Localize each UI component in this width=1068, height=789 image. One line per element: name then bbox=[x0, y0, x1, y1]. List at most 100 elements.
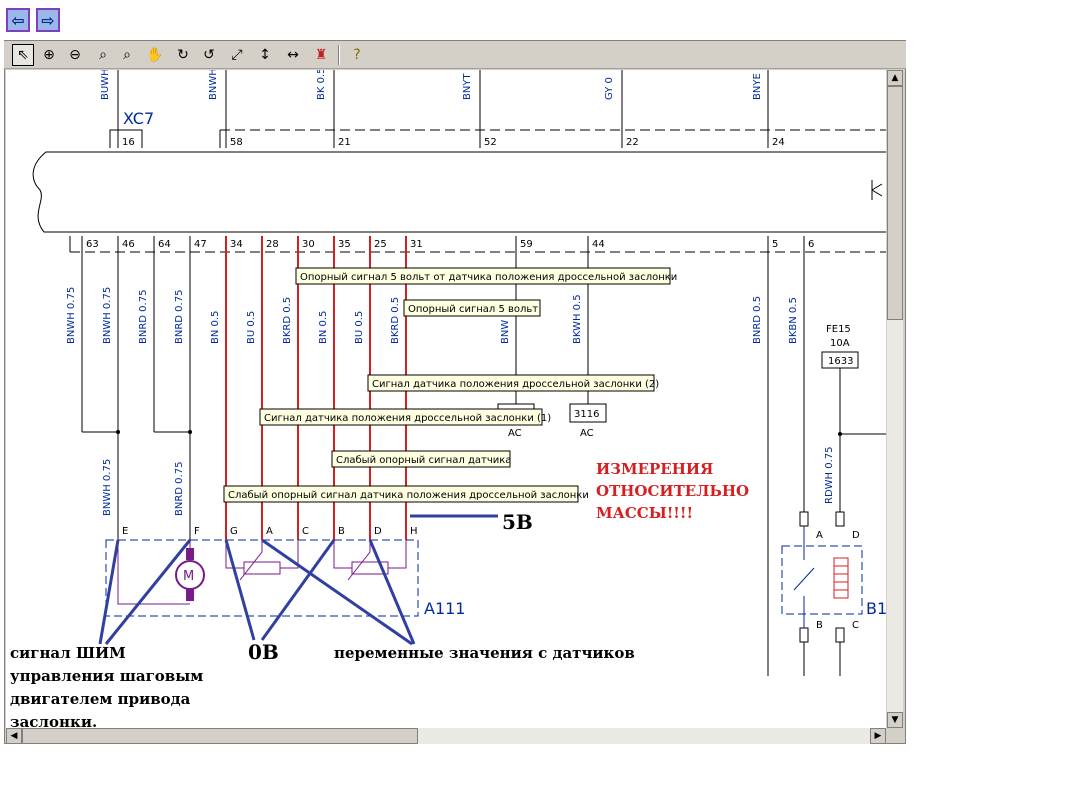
svg-text:63: 63 bbox=[86, 239, 99, 250]
component-button[interactable]: ♜ bbox=[310, 44, 332, 66]
rotate-ccw-icon: ↺ bbox=[203, 47, 215, 63]
svg-text:BKRD 0.5: BKRD 0.5 bbox=[390, 297, 401, 344]
svg-text:BN 0.5: BN 0.5 bbox=[210, 311, 221, 344]
vertical-scrollbar[interactable]: ▲ ▼ bbox=[886, 70, 904, 728]
component-a111: E F G A C B D H M A111 bbox=[105, 526, 465, 618]
top-pin-numbers: 16 58 21 52 22 24 bbox=[122, 137, 785, 148]
svg-text:46: 46 bbox=[122, 239, 135, 250]
svg-text:BN 0.5: BN 0.5 bbox=[318, 311, 329, 344]
fit-width-icon: ↔ bbox=[287, 47, 299, 63]
svg-text:BNW 0.5: BNW 0.5 bbox=[500, 301, 511, 344]
fit-height-icon: ↕ bbox=[259, 47, 271, 63]
svg-text:1633: 1633 bbox=[828, 356, 853, 367]
pointer-icon: ⇖ bbox=[17, 47, 29, 63]
wiring-diagram-canvas[interactable]: BUWH BNWH BK 0.5 BNYT GY 0 BNYE XC7 16 5… bbox=[6, 70, 886, 728]
svg-text:25: 25 bbox=[374, 239, 387, 250]
fit-height-button[interactable]: ↕ bbox=[254, 44, 276, 66]
svg-text:30: 30 bbox=[302, 239, 315, 250]
svg-text:6: 6 bbox=[808, 239, 814, 250]
back-button[interactable]: ⇦ bbox=[6, 8, 30, 32]
top-wires bbox=[117, 70, 769, 148]
wire-label-bnye: BNYE bbox=[752, 73, 763, 100]
wire-label-bk: BK 0.5 bbox=[316, 70, 327, 100]
ecu-body-outline bbox=[32, 151, 886, 233]
scroll-up-button[interactable]: ▲ bbox=[887, 70, 903, 86]
svg-text:H: H bbox=[410, 526, 418, 537]
tooltip-weak-ref-tps: Слабый опорный сигнал датчика положения … bbox=[228, 490, 589, 501]
vertical-scroll-thumb[interactable] bbox=[887, 86, 903, 320]
fuse-rating: 10A bbox=[830, 338, 850, 349]
potentiometer-1 bbox=[243, 561, 281, 575]
fuse-box-1633 bbox=[821, 351, 859, 369]
zoom-area-button[interactable]: ⌕ bbox=[116, 44, 138, 66]
zoom-icon: ⌕ bbox=[99, 47, 107, 63]
splice-3116 bbox=[569, 403, 607, 423]
svg-text:28: 28 bbox=[266, 239, 279, 250]
annotation-0v: 0В bbox=[248, 640, 279, 664]
bottom-pin-numbers: 63 46 64 47 34 28 30 35 25 31 59 44 5 6 bbox=[86, 239, 814, 250]
forward-button[interactable]: ⇨ bbox=[36, 8, 60, 32]
scroll-left-button[interactable]: ◀ bbox=[6, 728, 22, 744]
svg-text:A111: A111 bbox=[424, 599, 465, 618]
svg-text:16: 16 bbox=[122, 137, 135, 148]
tooltip-tps2: Сигнал датчика положения дроссельной зас… bbox=[372, 379, 659, 390]
svg-text:B: B bbox=[816, 620, 823, 631]
zoom-in-button[interactable]: ⊕ bbox=[38, 44, 60, 66]
pan-hand-icon: ✋ bbox=[146, 47, 164, 63]
svg-text:C: C bbox=[852, 620, 859, 631]
scroll-down-button[interactable]: ▼ bbox=[887, 712, 903, 728]
svg-text:24: 24 bbox=[772, 137, 785, 148]
fit-width-button[interactable]: ↔ bbox=[282, 44, 304, 66]
annotation-lines bbox=[98, 514, 498, 646]
svg-text:BNWH 0.75: BNWH 0.75 bbox=[66, 287, 77, 344]
scroll-right-button[interactable]: ▶ bbox=[870, 728, 886, 744]
zoom-in-icon: ⊕ bbox=[43, 47, 55, 63]
zoom-out-button[interactable]: ⊖ bbox=[64, 44, 86, 66]
svg-text:52: 52 bbox=[484, 137, 497, 148]
toolbar: ⇖ ⊕ ⊖ ⌕ ⌕ ✋ ↻ ↺ ⤢ ↕ ↔ ♜ ? bbox=[4, 41, 906, 69]
signal-tooltips: Опорный сигнал 5 вольт от датчика положе… bbox=[223, 267, 677, 503]
zoom-out-icon: ⊖ bbox=[69, 47, 81, 63]
pan-button[interactable]: ✋ bbox=[144, 44, 166, 66]
svg-text:58: 58 bbox=[230, 137, 243, 148]
svg-text:BKRD 0.5: BKRD 0.5 bbox=[282, 297, 293, 344]
zoom-button[interactable]: ⌕ bbox=[92, 44, 114, 66]
triangle-down-icon: ▼ bbox=[891, 715, 899, 725]
svg-text:M: M bbox=[183, 569, 194, 584]
svg-text:35: 35 bbox=[338, 239, 351, 250]
annotation-pwm-signal: сигнал ШИМ управления шаговым двигателем… bbox=[10, 644, 204, 731]
svg-text:47: 47 bbox=[194, 239, 207, 250]
svg-text:64: 64 bbox=[158, 239, 171, 250]
help-icon: ? bbox=[353, 47, 361, 63]
triangle-right-icon: ▶ bbox=[874, 731, 882, 741]
connector-xc7-label: XC7 bbox=[123, 109, 154, 128]
pointer-tool-button[interactable]: ⇖ bbox=[12, 44, 34, 66]
svg-text:D: D bbox=[852, 530, 860, 541]
svg-text:3116: 3116 bbox=[574, 409, 599, 420]
annotation-variable-values: переменные значения с датчиков bbox=[334, 644, 635, 662]
rotate-cw-button[interactable]: ↻ bbox=[172, 44, 194, 66]
rotate-ccw-button[interactable]: ↺ bbox=[198, 44, 220, 66]
svg-text:22: 22 bbox=[626, 137, 639, 148]
horizontal-scrollbar[interactable]: ◀ ▶ bbox=[6, 728, 886, 744]
svg-text:BNRD 0.5: BNRD 0.5 bbox=[752, 296, 763, 344]
wire-label-buwh: BUWH bbox=[100, 70, 111, 100]
tooltip-ref5v-sensor: Опорный сигнал 5 вольт от датчика положе… bbox=[300, 272, 677, 283]
triangle-up-icon: ▲ bbox=[891, 73, 899, 83]
svg-text:RDWH 0.75: RDWH 0.75 bbox=[824, 447, 835, 505]
help-button[interactable]: ? bbox=[346, 44, 368, 66]
rotate-cw-icon: ↻ bbox=[177, 47, 189, 63]
toolbar-separator bbox=[338, 45, 340, 65]
right-arrow-icon: ⇨ bbox=[41, 10, 55, 30]
svg-text:AC: AC bbox=[580, 428, 594, 439]
svg-text:21: 21 bbox=[338, 137, 351, 148]
fit-window-button[interactable]: ⤢ bbox=[226, 44, 248, 66]
annotation-5v: 5В bbox=[502, 510, 533, 534]
svg-text:BU 0.5: BU 0.5 bbox=[354, 311, 365, 344]
wire-label-bnwh: BNWH bbox=[208, 70, 219, 100]
tooltip-weak-ref: Слабый опорный сигнал датчика bbox=[336, 455, 511, 466]
horizontal-scroll-thumb[interactable] bbox=[22, 728, 418, 744]
svg-text:A: A bbox=[266, 526, 273, 537]
svg-text:BNWH 0.75: BNWH 0.75 bbox=[102, 459, 113, 516]
wire-labels: BNWH 0.75 BNWH 0.75 BNRD 0.75 BNRD 0.75 … bbox=[66, 287, 835, 516]
